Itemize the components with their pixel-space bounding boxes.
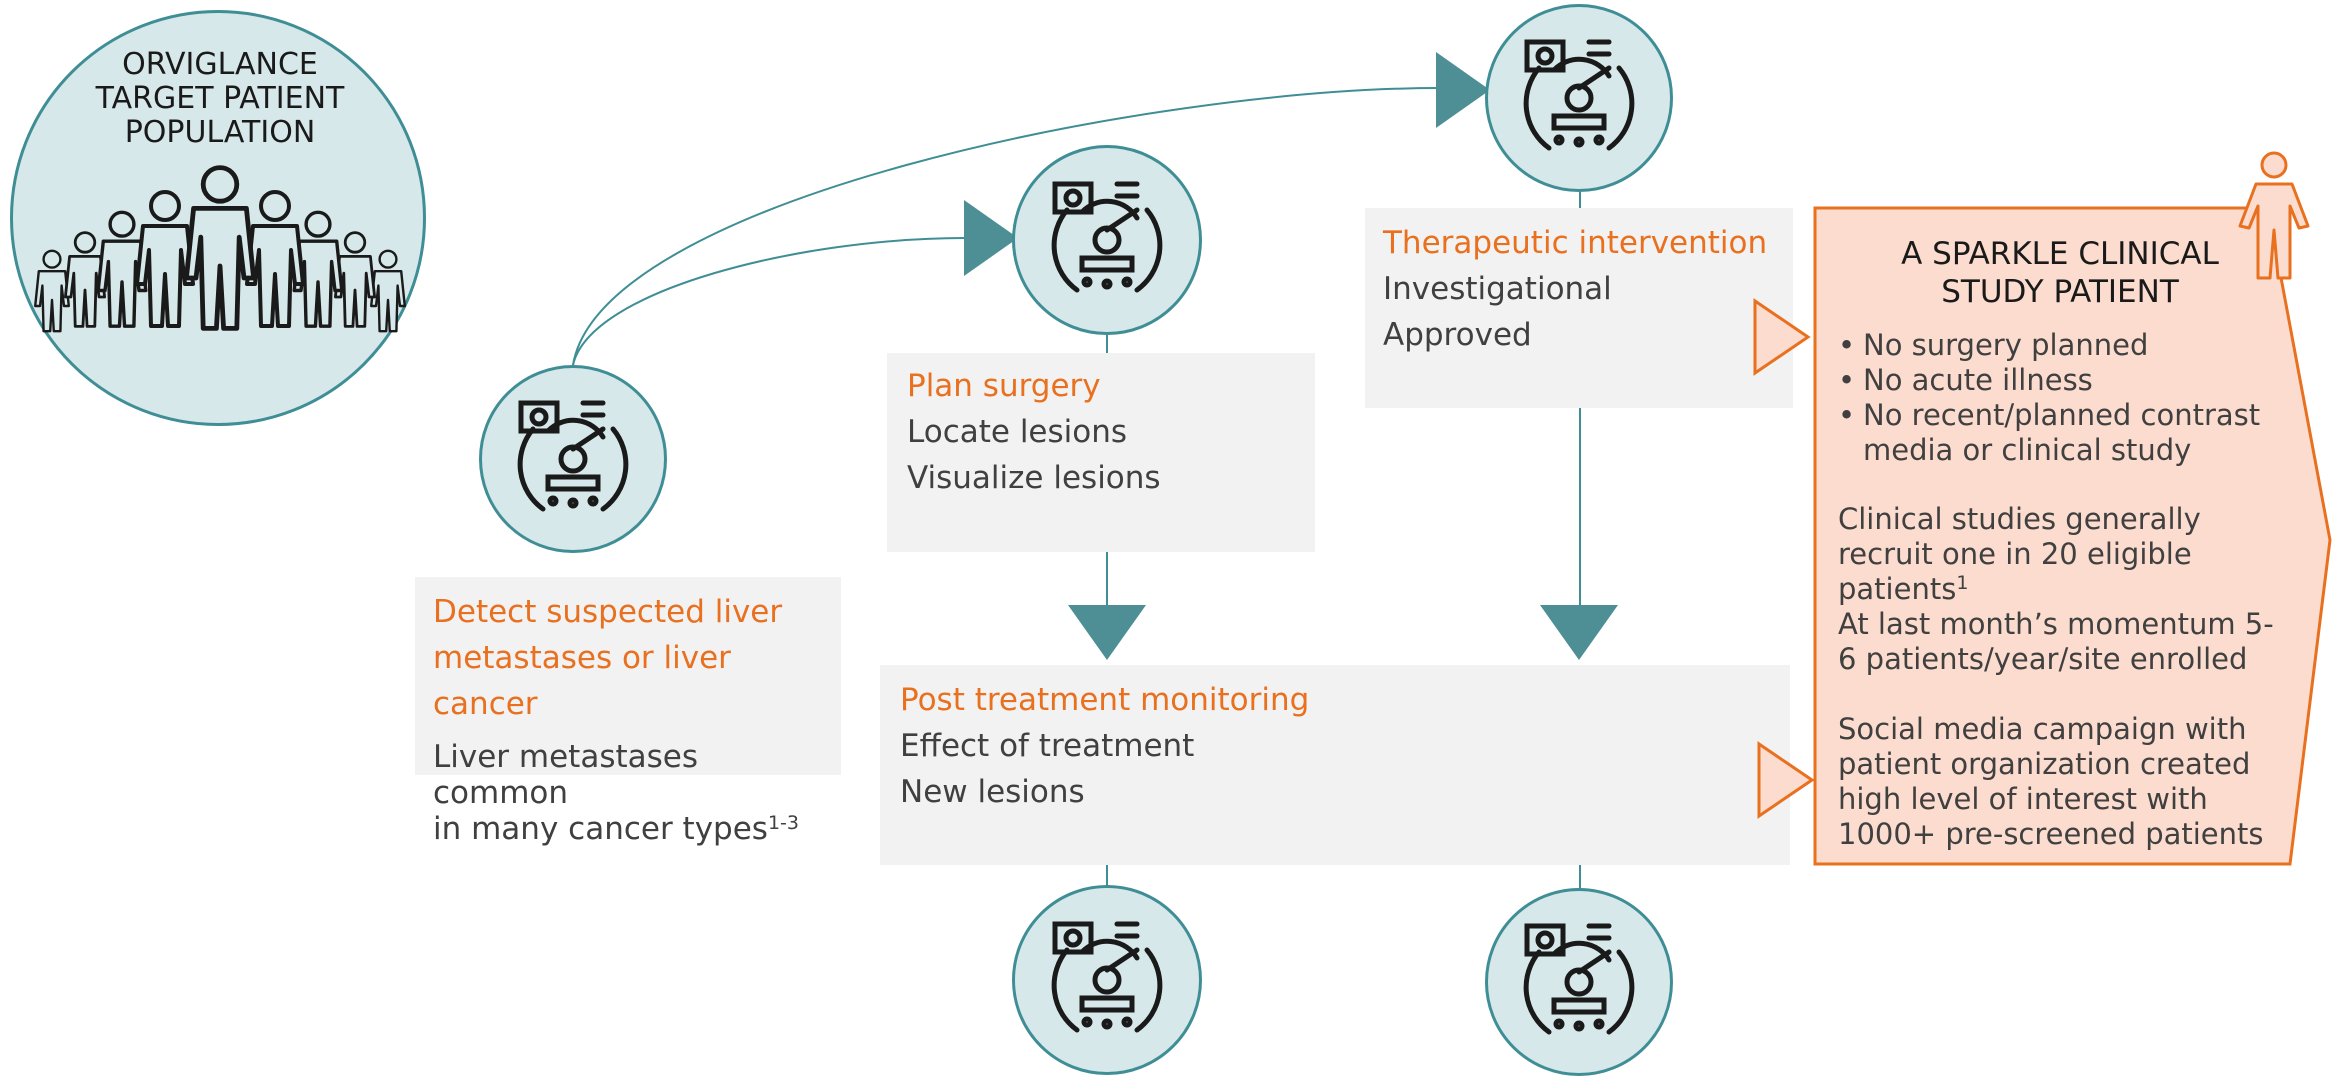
detect-reference: 1-3 xyxy=(767,812,800,834)
arrowhead-therapy-down xyxy=(1540,605,1618,660)
detect-text-line-2: in many cancer types1-3 xyxy=(433,811,841,847)
scanner-circle-detect xyxy=(479,365,667,553)
therapy-line: Approved xyxy=(1383,317,1532,353)
arrowhead-plan-down xyxy=(1068,605,1146,660)
population-title: ORVIGLANCE TARGET PATIENT POPULATION xyxy=(30,48,410,150)
sparkle-bullets: No surgery planned No acute illness No r… xyxy=(1838,328,2288,468)
sparkle-bullet: No recent/planned contrast media or clin… xyxy=(1838,398,2273,468)
detect-title-line: Detect suspected liver xyxy=(433,594,783,630)
detect-text-line: in many cancer types xyxy=(433,811,768,847)
population-title-line: POPULATION xyxy=(124,115,316,150)
mri-scanner-icon xyxy=(517,400,629,512)
arrowhead-to-therapy xyxy=(1436,52,1490,128)
arrowhead-to-plan xyxy=(964,200,1018,276)
therapy-line: Investigational xyxy=(1383,271,1612,307)
scanner-circle-monitor-left xyxy=(1012,885,1202,1075)
monitor-line: Effect of treatment xyxy=(900,728,1195,764)
sparkle-bullet: No acute illness xyxy=(1838,363,2288,398)
plan-title: Plan surgery xyxy=(907,368,1101,404)
sparkle-para-recruit: Clinical studies generally recruit one i… xyxy=(1838,502,2278,607)
monitor-box: Post treatment monitoring Effect of trea… xyxy=(880,665,1790,865)
therapy-title: Therapeutic intervention xyxy=(1383,225,1768,261)
scanner-circle-monitor-right xyxy=(1485,888,1673,1076)
sparkle-bullet: No surgery planned xyxy=(1838,328,2288,363)
connector-curve-to-plan xyxy=(572,237,966,366)
detect-box: Detect suspected liver metastases or liv… xyxy=(415,577,841,847)
monitor-title: Post treatment monitoring xyxy=(900,682,1310,718)
detect-text-line: Liver metastases common xyxy=(433,739,698,811)
mri-scanner-icon xyxy=(1523,923,1635,1035)
mri-scanner-icon xyxy=(1051,181,1163,293)
scanner-circle-plan xyxy=(1012,145,1202,335)
sparkle-para-recruit-reference: 1 xyxy=(1956,572,1969,594)
sparkle-title: A SPARKLE CLINICAL STUDY PATIENT xyxy=(1855,235,2265,311)
mri-scanner-icon xyxy=(1051,921,1163,1033)
person-icon xyxy=(2238,151,2310,280)
detect-title-line: metastases or liver cancer xyxy=(433,640,731,722)
connector-curve-to-therapy xyxy=(572,87,1441,366)
people-crowd-icon xyxy=(34,150,406,333)
population-title-line: TARGET PATIENT xyxy=(95,81,345,116)
sparkle-title-line: STUDY PATIENT xyxy=(1941,274,2179,310)
sparkle-para-recruit-text: Clinical studies generally recruit one i… xyxy=(1838,502,2201,606)
sparkle-title-line: A SPARKLE CLINICAL xyxy=(1901,236,2219,272)
monitor-line: New lesions xyxy=(900,774,1085,810)
therapy-box: Therapeutic intervention Investigational… xyxy=(1365,208,1793,408)
plan-box: Plan surgery Locate lesions Visualize le… xyxy=(887,353,1315,552)
plan-line: Visualize lesions xyxy=(907,460,1161,496)
scanner-circle-therapy xyxy=(1485,4,1673,192)
mri-scanner-icon xyxy=(1523,39,1635,151)
plan-line: Locate lesions xyxy=(907,414,1128,450)
sparkle-para-momentum: At last month’s momentum 5-6 patients/ye… xyxy=(1838,607,2274,676)
population-title-line: ORVIGLANCE xyxy=(122,47,318,82)
orange-arrowhead-monitor xyxy=(1757,741,1815,819)
sparkle-para-campaign: Social media campaign with patient organ… xyxy=(1838,712,2264,851)
orange-arrowhead-therapy xyxy=(1753,298,1811,376)
